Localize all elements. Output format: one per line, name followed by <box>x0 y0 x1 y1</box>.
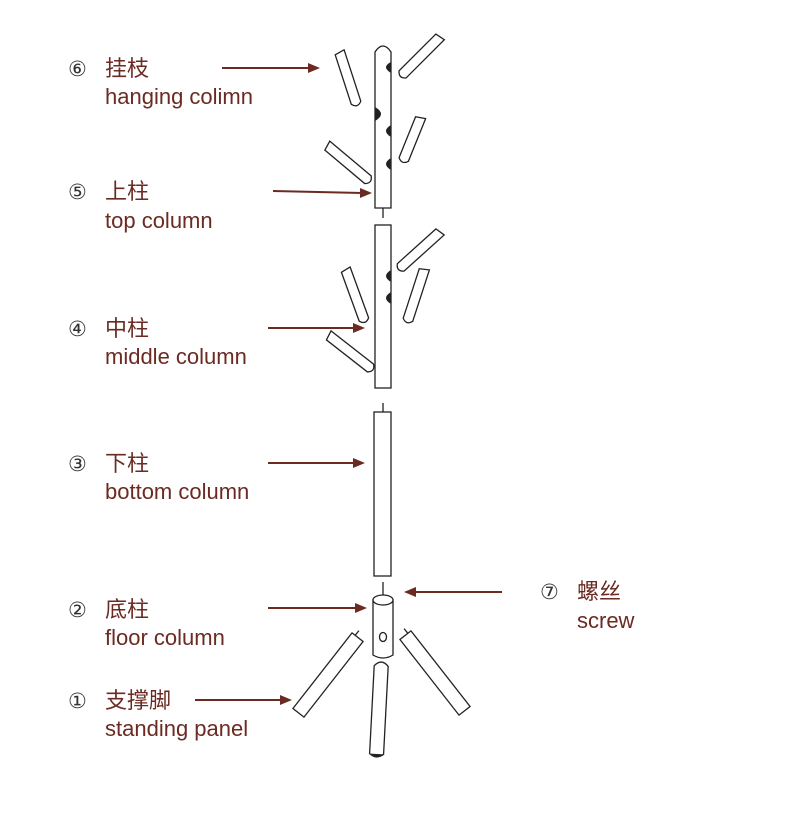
part-name-en-2: floor column <box>105 625 225 650</box>
top-column-body <box>374 45 392 209</box>
label-top-column: ⑤ 上柱 top column <box>68 180 372 233</box>
bottom-column <box>373 403 392 577</box>
part-name-en-6: hanging colimn <box>105 84 253 109</box>
arrow-head-7 <box>404 587 416 597</box>
label-screw: ⑦ 螺丝 screw <box>404 580 635 633</box>
hanging-branches-middle <box>325 228 446 373</box>
part-name-cn-3: 下柱 <box>105 452 149 477</box>
middle-column-body <box>374 224 392 389</box>
hanging-branch-2 <box>398 33 446 79</box>
standing-leg-left <box>292 630 364 719</box>
arrow-5 <box>272 190 363 194</box>
part-name-cn-2: 底柱 <box>105 598 149 623</box>
hanging-branch-5 <box>396 228 446 272</box>
floor-column-body <box>372 599 394 659</box>
part-name-cn-5: 上柱 <box>105 180 149 205</box>
floor-column-top <box>372 594 394 606</box>
standing-leg-right <box>399 628 471 717</box>
hanging-branch-3 <box>398 115 427 164</box>
hanging-branch-4 <box>324 140 372 185</box>
part-name-en-4: middle column <box>105 344 247 369</box>
top-column <box>374 45 392 218</box>
label-floor-column: ② 底柱 floor column <box>68 598 367 650</box>
part-number-4: ④ <box>68 317 87 341</box>
middle-column-hole-1 <box>386 270 391 282</box>
part-number-6: ⑥ <box>68 57 87 81</box>
label-bottom-column: ③ 下柱 bottom column <box>68 452 365 504</box>
part-name-en-5: top column <box>105 208 213 233</box>
arrow-head-6 <box>308 63 320 73</box>
arrow-head-1 <box>280 695 292 705</box>
top-column-hole-2 <box>375 107 381 121</box>
part-name-cn-7: 螺丝 <box>577 580 621 605</box>
part-name-cn-6: 挂枝 <box>105 57 149 82</box>
part-name-en-3: bottom column <box>105 479 249 504</box>
part-name-en-1: standing panel <box>105 716 248 741</box>
hanging-branch-8 <box>325 329 375 373</box>
label-middle-column: ④ 中柱 middle column <box>68 317 365 369</box>
part-number-7: ⑦ <box>540 580 559 604</box>
hanging-branch-6 <box>340 266 370 324</box>
floor-column <box>372 594 394 659</box>
label-standing-panel: ① 支撑脚 standing panel <box>68 689 292 741</box>
label-hanging-column: ⑥ 挂枝 hanging colimn <box>68 57 320 109</box>
top-column-hole-1 <box>386 62 391 73</box>
standing-leg-center <box>368 661 389 758</box>
part-number-3: ③ <box>68 452 87 476</box>
arrow-head-5 <box>360 188 372 198</box>
top-column-hole-3 <box>386 125 391 137</box>
arrow-head-3 <box>353 458 365 468</box>
part-name-cn-1: 支撑脚 <box>105 689 171 714</box>
middle-column-hole-2 <box>386 292 391 304</box>
bottom-column-body <box>373 411 392 577</box>
part-number-5: ⑤ <box>68 180 87 204</box>
arrow-head-2 <box>355 603 367 613</box>
middle-column <box>374 224 392 389</box>
part-name-cn-4: 中柱 <box>105 317 149 342</box>
hanging-branch-7 <box>402 268 431 324</box>
hanging-branch-1 <box>334 48 362 107</box>
part-name-en-7: screw <box>577 608 635 633</box>
part-number-1: ① <box>68 689 87 713</box>
floor-column-hole <box>378 631 388 643</box>
top-column-hole-4 <box>386 158 391 170</box>
hanging-branches-top <box>324 33 446 185</box>
part-number-2: ② <box>68 598 87 622</box>
arrow-head-4 <box>353 323 365 333</box>
standing-legs <box>292 628 471 758</box>
